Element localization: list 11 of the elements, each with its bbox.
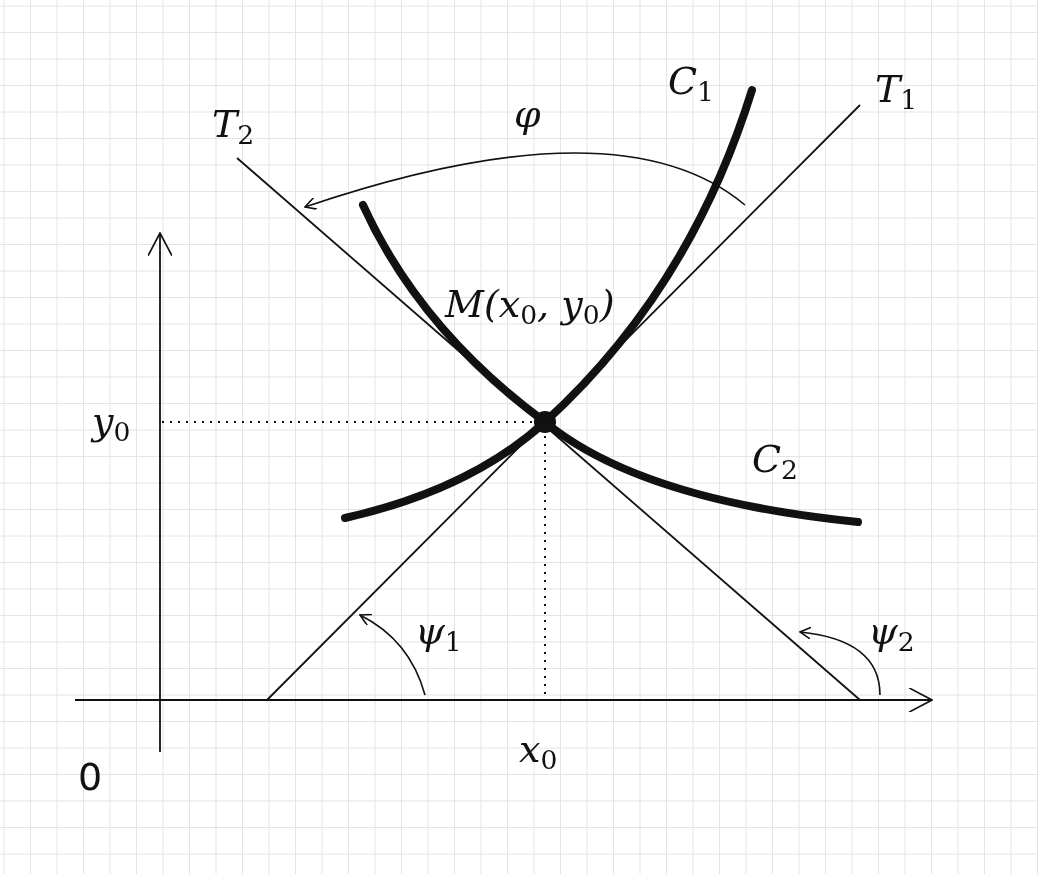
- angle-label: φ: [514, 95, 541, 133]
- angle-label: ψ$_{1}$: [415, 612, 462, 656]
- point-label: M(x$_{0}$, y$_{0}$): [445, 285, 615, 329]
- angle-label: ψ$_{2}$: [868, 612, 915, 656]
- curve-label: C$_{1}$: [668, 62, 714, 106]
- line-label: T$_{1}$: [875, 70, 918, 114]
- axis-value-label: x$_{0}$: [519, 730, 558, 774]
- curve-label: C$_{2}$: [752, 440, 798, 484]
- line-label: T$_{2}$: [212, 105, 255, 149]
- origin-label: 0: [78, 758, 103, 796]
- axis-value-label: y$_{0}$: [92, 402, 131, 446]
